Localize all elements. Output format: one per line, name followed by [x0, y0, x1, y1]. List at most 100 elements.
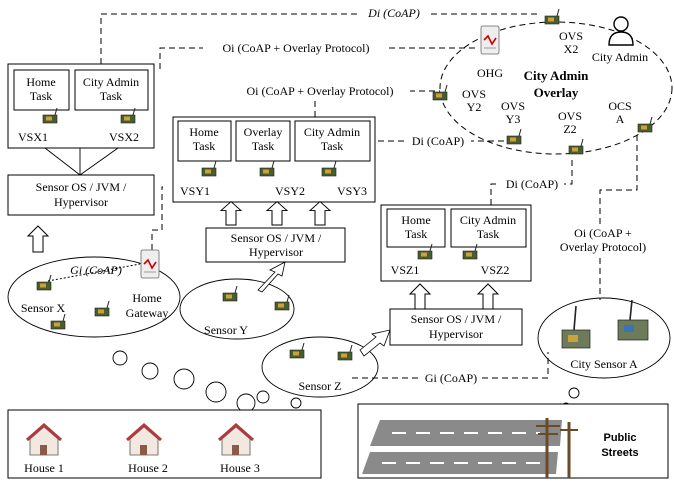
link-labels: Di (CoAP) Oi (CoAP + Overlay Protocol) O…: [203, 5, 654, 385]
node-x-vs-lines: [44, 147, 119, 176]
ovs-y3-label-2: Y3: [506, 112, 521, 126]
node-x: Home Task City Admin Task VSX1 VSX2 Sens…: [7, 63, 155, 253]
vsy1-label: VSY1: [180, 184, 210, 198]
node-y: Home Task Overlay Task City Admin Task V…: [172, 116, 376, 263]
ovs-x2-label-1: OVS: [559, 29, 583, 43]
oi-top-label: Oi (CoAP + Overlay Protocol): [223, 41, 370, 55]
oi-right-label-2: Overlay Protocol): [560, 240, 646, 254]
node-z-task1-l2: Task: [405, 227, 428, 241]
node-x-task1: [13, 69, 70, 111]
node-y-task1-l2: Task: [193, 139, 216, 153]
streets-label-1: Public: [603, 432, 636, 444]
home-y-ellipse: [179, 278, 295, 340]
gateway-link: [151, 186, 163, 250]
node-y-os-l2: Hypervisor: [249, 245, 303, 259]
node-y-task3-l1: City Admin: [304, 125, 360, 139]
vsy3-label: VSY3: [337, 184, 367, 198]
ovs-x2-mote-icon: [544, 8, 560, 25]
home-gateway-icon: [140, 249, 160, 279]
node-z-arrow1-icon: [409, 283, 431, 311]
ocs-a-mote-icon: [637, 116, 653, 133]
node-y-task1-l1: Home: [189, 125, 218, 139]
node-z-os-l1: Sensor OS / JVM /: [411, 312, 502, 326]
node-x-task2: [74, 69, 149, 111]
city-sensor-group: City Sensor A: [537, 297, 671, 412]
city-sensor-a-icon: [561, 299, 649, 349]
sensor-z-arrow-icon: [359, 329, 391, 357]
house-3-label: House 3: [220, 461, 260, 475]
sensor-x-label: Sensor X: [21, 301, 66, 315]
gateway-label-2: Gateway: [126, 306, 169, 320]
house-2-label: House 2: [128, 461, 168, 475]
node-z-os-l2: Hypervisor: [429, 327, 483, 341]
node-z-task1-l1: Home: [401, 213, 430, 227]
home-z-ellipse: [261, 336, 379, 398]
node-x-task2-l1: City Admin: [83, 75, 139, 89]
ohg-label: OHG: [477, 66, 503, 80]
di-top-link: [100, 13, 540, 64]
sensor-y2-mote-icon: [274, 294, 290, 311]
ovs-z2-mote-icon: [568, 138, 584, 155]
oi-right-link: [599, 135, 638, 300]
node-y-os-l1: Sensor OS / JVM /: [231, 231, 322, 245]
overlay-title-line2: Overlay: [534, 85, 579, 100]
vsz2-label: VSZ2: [481, 263, 510, 277]
city-sensor-label: City Sensor A: [570, 357, 638, 371]
node-y-os: [205, 227, 346, 263]
gi-z-label: Gi (CoAP): [425, 371, 477, 385]
gi-x-label: Gi (CoAP): [70, 263, 122, 277]
ovs-x2-label-2: X2: [564, 42, 579, 56]
node-x-os: [7, 174, 155, 216]
node-y-arrow2-icon: [266, 201, 288, 226]
node-x-arrow-icon: [27, 225, 49, 253]
node-z-arrow2-icon: [477, 283, 499, 311]
sensor-y-arrow-icon: [257, 261, 286, 293]
vsx2-label: VSX2: [109, 130, 139, 144]
streets-panel: Public Streets: [357, 403, 669, 479]
ovs-y3-mote-icon: [506, 128, 522, 145]
node-x-task2-l2: Task: [100, 89, 123, 103]
node-z-task2-l2: Task: [477, 227, 500, 241]
home-x-ellipse: [7, 256, 181, 338]
sensor-y-label: Sensor Y: [204, 323, 248, 337]
node-y-task2: [235, 120, 291, 162]
sensor-y-mote-icon: [222, 285, 238, 302]
vsx1-label: VSX1: [18, 130, 48, 144]
sensor-z-mote-icon: [289, 342, 305, 359]
ocs-a-label-2: A: [616, 112, 625, 126]
node-y-arrow1-icon: [220, 201, 242, 226]
city-admin-person-icon: [608, 16, 634, 46]
node-y-task1: [177, 120, 232, 162]
node-y-arrow3-icon: [309, 201, 331, 226]
sensor-z-label: Sensor Z: [299, 379, 342, 393]
home-network-y: Sensor Y: [179, 261, 295, 340]
ovs-y2-label-1: OVS: [462, 87, 486, 101]
streets-label-2: Streets: [601, 447, 638, 459]
node-z: Home Task City Admin Task VSZ1 VSZ2 Sens…: [380, 204, 532, 346]
ovs-z2-label-2: Z2: [563, 122, 576, 136]
di-top-label: Di (CoAP): [367, 6, 420, 20]
di-z-label: Di (CoAP): [506, 177, 558, 191]
houses-panel: House 1 House 2 House 3: [7, 409, 322, 479]
home-network-z: Sensor Z: [261, 329, 391, 398]
overlay-title-line1: City Admin: [524, 68, 589, 83]
houses-frame: [7, 409, 322, 479]
ovs-y3-label-1: OVS: [501, 99, 525, 113]
vsz1-label: VSZ1: [391, 263, 420, 277]
vsy2-label: VSY2: [275, 184, 305, 198]
gateway-label-1: Home: [132, 291, 161, 305]
node-x-os-l2: Hypervisor: [54, 195, 108, 209]
utility-pole-icon: [536, 418, 578, 478]
sensor-x-mote-icon: [36, 274, 52, 291]
node-z-os: [389, 308, 523, 346]
ovs-z2-label-1: OVS: [558, 109, 582, 123]
node-x-os-l1: Sensor OS / JVM /: [36, 180, 127, 194]
overlay-ellipse: [439, 21, 673, 155]
sensor-z2-mote-icon: [337, 344, 353, 361]
gi-x-link: [47, 263, 141, 282]
node-z-task2: [450, 208, 527, 248]
ovs-y2-label-2: Y2: [467, 100, 482, 114]
node-z-task2-l1: City Admin: [460, 213, 516, 227]
